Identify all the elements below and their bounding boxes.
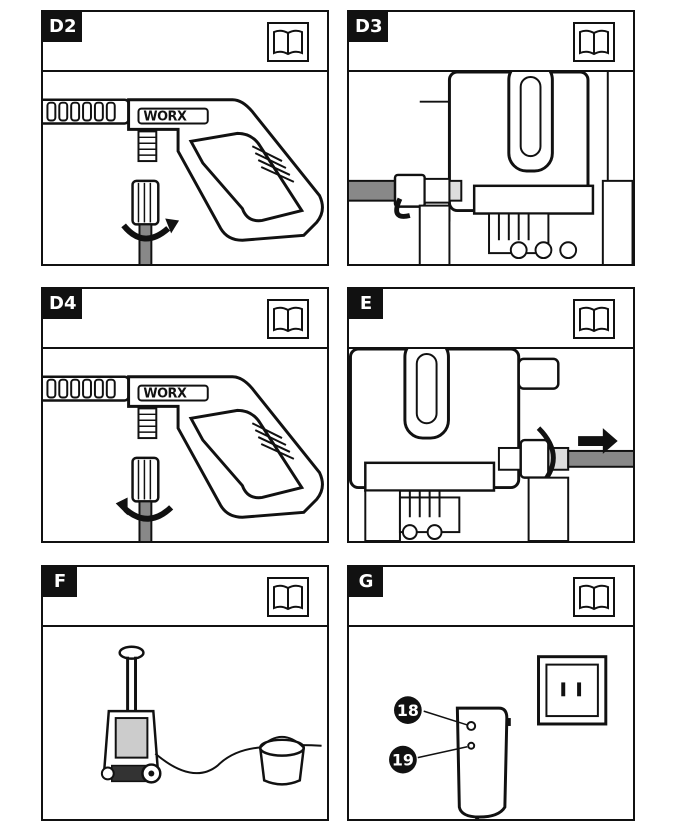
panel-e: E bbox=[347, 287, 635, 543]
callout-18-label: 18 bbox=[397, 701, 419, 720]
brand-label: WORX bbox=[143, 109, 187, 124]
manual-book-icon bbox=[573, 299, 615, 339]
manual-book-icon bbox=[573, 22, 615, 62]
panel-d4: D4 WORX bbox=[41, 287, 329, 543]
manual-book-icon bbox=[267, 22, 309, 62]
panel-header: E bbox=[349, 289, 633, 349]
manual-book-icon bbox=[267, 299, 309, 339]
manual-book-icon bbox=[573, 577, 615, 617]
panel-header: D4 bbox=[43, 289, 327, 349]
step-label: E bbox=[349, 289, 383, 319]
spray-gun-connect-illustration: WORX bbox=[43, 98, 324, 264]
illustration-area bbox=[349, 349, 633, 541]
hose-outlet-connect-illustration bbox=[349, 72, 633, 264]
panel-d2: D2 WORX bbox=[41, 10, 329, 266]
spray-gun-disconnect-illustration: WORX bbox=[43, 375, 324, 541]
brand-label: WORX bbox=[143, 386, 187, 401]
panel-header: D2 bbox=[43, 12, 327, 72]
panel-f: F bbox=[41, 565, 329, 821]
water-inlet-connect-illustration bbox=[349, 349, 633, 541]
callout-19-label: 19 bbox=[392, 751, 414, 770]
illustration-area: WORX bbox=[43, 349, 327, 541]
step-label: D3 bbox=[349, 12, 389, 42]
illustration-area: 18 19 bbox=[349, 627, 633, 819]
illustration-area: WORX bbox=[43, 72, 327, 264]
panel-header: F bbox=[43, 567, 327, 627]
panel-g: G 18 19 bbox=[347, 565, 635, 821]
step-label: D4 bbox=[43, 289, 83, 319]
step-label: G bbox=[349, 567, 383, 597]
illustration-area bbox=[43, 627, 327, 819]
callout-18-badge bbox=[394, 696, 422, 724]
washer-water-supply-illustration bbox=[100, 645, 322, 786]
step-label: D2 bbox=[43, 12, 83, 42]
gfci-plug-illustration: 18 19 bbox=[389, 655, 608, 819]
callout-19-badge bbox=[389, 745, 417, 774]
step-label: F bbox=[43, 567, 77, 597]
illustration-area bbox=[349, 72, 633, 264]
panel-header: D3 bbox=[349, 12, 633, 72]
panel-d3: D3 bbox=[347, 10, 635, 266]
manual-book-icon bbox=[267, 577, 309, 617]
panel-header: G bbox=[349, 567, 633, 627]
